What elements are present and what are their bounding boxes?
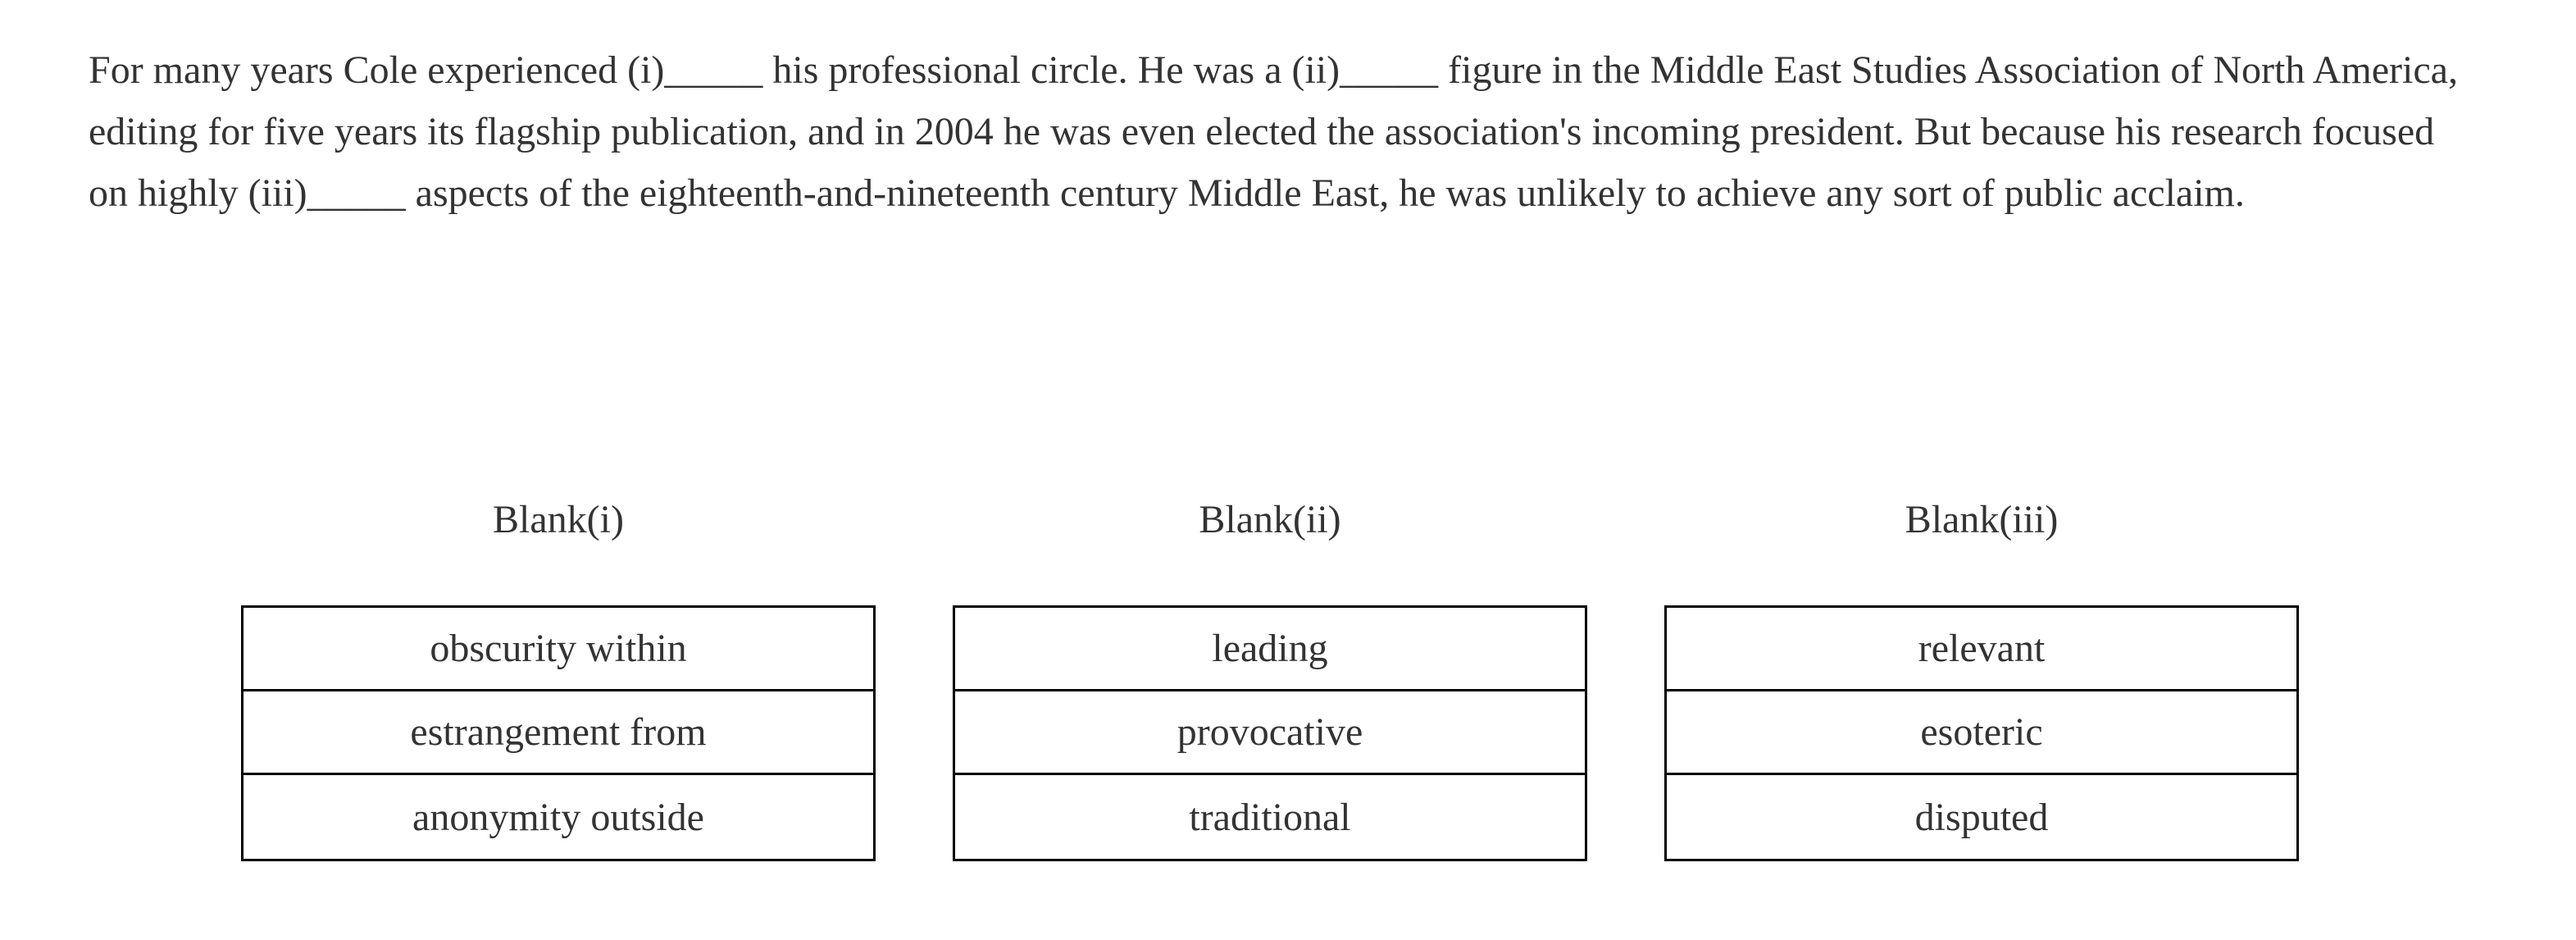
blank-ii-option-traditional[interactable]: traditional — [955, 775, 1585, 859]
blank-ii-header: Blank(ii) — [1199, 498, 1341, 541]
blank-i-header: Blank(i) — [493, 498, 624, 541]
blank-i-option-estrangement-from[interactable]: estrangement from — [243, 691, 873, 775]
answer-columns: Blank(i) obscurity within estrangement f… — [241, 491, 2299, 861]
blank-ii-option-leading[interactable]: leading — [955, 608, 1585, 691]
blank-i-choices: obscurity within estrangement from anony… — [241, 605, 876, 861]
blank-i-column: Blank(i) obscurity within estrangement f… — [241, 491, 876, 861]
blank-i-option-anonymity-outside[interactable]: anonymity outside — [243, 775, 873, 859]
blank-iii-header: Blank(iii) — [1905, 498, 2059, 541]
blank-iii-option-disputed[interactable]: disputed — [1667, 775, 2296, 859]
blank-ii-column: Blank(ii) leading provocative traditiona… — [953, 491, 1587, 861]
blank-iii-choices: relevant esoteric disputed — [1664, 605, 2299, 861]
blank-ii-choices: leading provocative traditional — [953, 605, 1587, 861]
blank-ii-option-provocative[interactable]: provocative — [955, 691, 1585, 775]
blank-iii-option-relevant[interactable]: relevant — [1667, 608, 2296, 691]
blank-iii-column: Blank(iii) relevant esoteric disputed — [1664, 491, 2299, 861]
blank-iii-option-esoteric[interactable]: esoteric — [1667, 691, 2296, 775]
question-passage: For many years Cole experienced (i)_____… — [89, 48, 2458, 215]
blank-i-option-obscurity-within[interactable]: obscurity within — [243, 608, 873, 691]
